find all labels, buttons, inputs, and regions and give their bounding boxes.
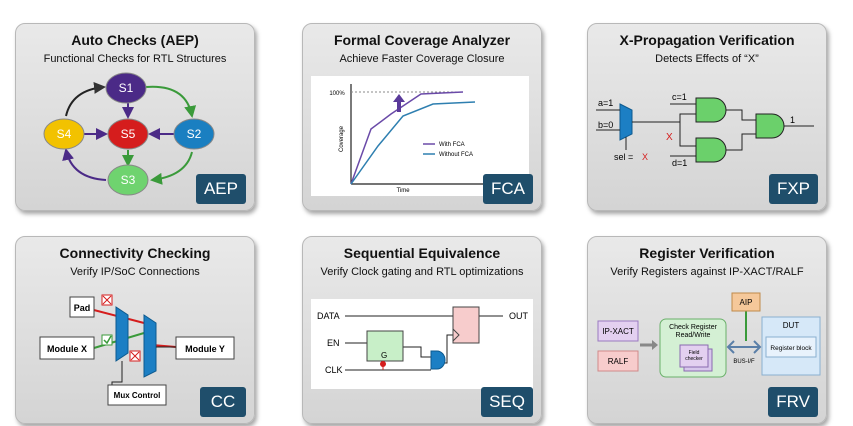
latch-box <box>366 330 404 362</box>
tag-cc: CC <box>200 387 246 417</box>
flop-box <box>452 306 480 344</box>
label-module-x: Module X <box>47 344 87 354</box>
y-tick-100: 100% <box>329 91 345 97</box>
card-subtitle: Detects Effects of “X” <box>655 53 759 65</box>
legend-without-fca: Without FCA <box>439 152 473 158</box>
aip-box <box>731 292 761 312</box>
card-title: Sequential Equivalence <box>343 245 501 261</box>
label-pad: Pad <box>74 303 91 313</box>
card-title: X-Propagation Verification <box>619 32 795 48</box>
card-cc: Connectivity Checking Verify IP/SoC Conn… <box>15 236 255 424</box>
register-block-box <box>765 336 817 358</box>
label-module-y: Module Y <box>185 344 225 354</box>
label-d: d=1 <box>672 158 687 168</box>
label-out: OUT <box>509 311 529 321</box>
mux-control-box <box>107 384 167 406</box>
label-g: G <box>381 351 387 360</box>
state-s1-label: S1 <box>119 81 134 95</box>
state-diagram: S1 S2 S3 S4 S5 <box>43 72 215 196</box>
label-b: b=0 <box>598 120 613 130</box>
pass-check-icon <box>101 334 113 346</box>
mux-icon-1 <box>115 306 129 362</box>
label-ipxact: IP-XACT <box>602 327 634 336</box>
x-axis-label: Time <box>396 188 410 194</box>
card-title: Formal Coverage Analyzer <box>333 32 511 48</box>
tag-fca: FCA <box>483 174 533 204</box>
series-with-fca <box>350 91 464 185</box>
card-frv: Register Verification Verify Registers a… <box>587 236 827 424</box>
card-subtitle: Verify Registers against IP-XACT/RALF <box>610 266 804 278</box>
card-title: Connectivity Checking <box>59 245 211 261</box>
label-a: a=1 <box>598 98 613 108</box>
card-fxp: X-Propagation Verification Detects Effec… <box>587 23 827 211</box>
mux-icon <box>619 103 633 141</box>
field-checker-box <box>679 344 709 368</box>
tag-frv: FRV <box>768 387 818 417</box>
card-subtitle: Achieve Faster Coverage Closure <box>339 53 505 65</box>
tag-aep: AEP <box>195 174 246 204</box>
state-s4-label: S4 <box>57 127 72 141</box>
state-s2-label: S2 <box>187 127 202 141</box>
label-clk: CLK <box>325 365 343 375</box>
and-gate-3 <box>755 113 785 139</box>
label-data: DATA <box>317 311 340 321</box>
label-out: 1 <box>790 115 795 125</box>
label-ralf: RALF <box>608 357 629 366</box>
state-s4 <box>43 118 85 150</box>
tag-fxp: FXP <box>768 174 818 204</box>
and-gate-2 <box>695 137 727 163</box>
module-x-box <box>39 336 95 360</box>
card-subtitle: Verify IP/SoC Connections <box>70 266 200 278</box>
card-title: Register Verification <box>639 245 775 261</box>
label-bus-if: BUS-I/F <box>733 359 755 365</box>
module-y-box <box>175 336 235 360</box>
tag-seq: SEQ <box>481 387 533 417</box>
card-subtitle: Functional Checks for RTL Structures <box>43 53 227 65</box>
label-sel-x: X <box>642 152 648 162</box>
label-sel: sel = <box>614 152 633 162</box>
state-s5-label: S5 <box>121 127 136 141</box>
ralf-box <box>597 350 639 372</box>
state-s2 <box>173 118 215 150</box>
and-gate <box>430 350 446 370</box>
sequential-circuit: DATA EN CLK OUT G <box>311 299 533 389</box>
ipxact-box <box>597 320 639 342</box>
label-x-mark: X <box>666 132 673 143</box>
and-gate-1 <box>695 97 727 123</box>
card-title: Auto Checks (AEP) <box>71 32 199 48</box>
state-s1 <box>105 72 147 104</box>
card-subtitle: Verify Clock gating and RTL optimization… <box>320 266 524 278</box>
connectivity-diagram: Pad Module X Module Y Mux Control <box>39 294 235 406</box>
card-aep: Auto Checks (AEP) Functional Checks for … <box>15 23 255 211</box>
label-aip: AIP <box>740 298 753 307</box>
state-s5 <box>107 118 149 150</box>
card-seq: Sequential Equivalence Verify Clock gati… <box>302 236 542 424</box>
legend-with-fca: With FCA <box>439 142 465 148</box>
pad-box <box>69 296 95 318</box>
y-axis-label: Coverage <box>339 125 345 152</box>
label-dut: DUT <box>783 321 800 330</box>
state-s3-label: S3 <box>121 173 136 187</box>
label-c: c=1 <box>672 92 687 102</box>
mux-icon-2 <box>143 314 157 378</box>
card-fca: Formal Coverage Analyzer Achieve Faster … <box>302 23 542 211</box>
label-register-block: Register block <box>770 345 812 352</box>
label-mux-control: Mux Control <box>114 391 161 400</box>
state-s3 <box>107 164 149 196</box>
series-without-fca <box>350 101 476 185</box>
label-en: EN <box>327 338 340 348</box>
xprop-circuit: a=1 b=0 c=1 d=1 sel = X X 1 <box>596 92 814 168</box>
